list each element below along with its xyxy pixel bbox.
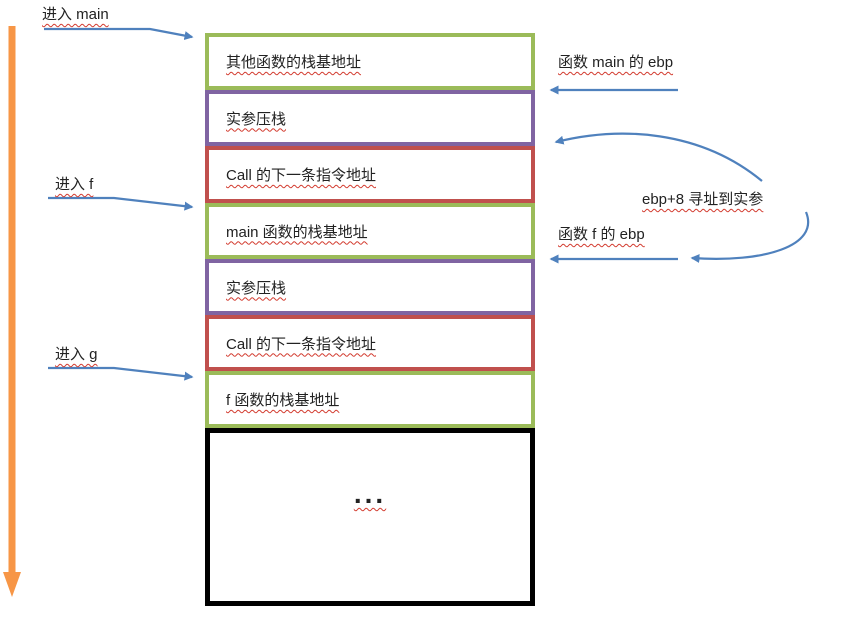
stack-box-other-func-base: 其他函数的栈基地址 xyxy=(205,33,535,90)
ebp8-lower-curve-arrow xyxy=(690,211,810,264)
stack-box-label: 其他函数的栈基地址 xyxy=(226,54,362,71)
stack-column: 其他函数的栈基地址 实参压栈 Call 的下一条指令地址 main 函数的栈基地… xyxy=(205,33,535,606)
stack-box-label: Call 的下一条指令地址 xyxy=(226,335,377,353)
enter-f-arrow xyxy=(48,196,194,211)
stack-box-label: 实参压栈 xyxy=(226,110,287,128)
main-ebp-label: 函数 main 的 ebp xyxy=(558,51,673,72)
enter-f-label: 进入 f xyxy=(55,173,93,194)
stack-box-label: 实参压栈 xyxy=(226,279,287,297)
stack-box-args-push-2: 实参压栈 xyxy=(205,259,535,315)
main-ebp-text: 函数 main 的 ebp xyxy=(558,54,674,71)
f-ebp-text: 函数 f 的 ebp xyxy=(558,226,645,243)
enter-main-text: 进入 main xyxy=(42,6,109,23)
enter-g-text: 进入 g xyxy=(55,346,98,363)
stack-box-args-push-1: 实参压栈 xyxy=(205,90,535,146)
ebp8-upper-curve-arrow xyxy=(554,132,763,182)
enter-g-label: 进入 g xyxy=(55,343,98,364)
stack-box-label: Call 的下一条指令地址 xyxy=(226,167,377,184)
ebp8-addressing-text: ebp+8 寻址到实参 xyxy=(642,191,764,208)
stack-box-label: main 函数的栈基地址 xyxy=(226,223,368,241)
enter-f-text: 进入 f xyxy=(55,176,94,193)
enter-g-arrow xyxy=(48,366,194,381)
stack-box-return-address-1: Call 的下一条指令地址 xyxy=(205,146,535,203)
downward-orange-arrow xyxy=(3,26,21,597)
stack-box-return-address-2: Call 的下一条指令地址 xyxy=(205,315,535,371)
f-ebp-label: 函数 f 的 ebp xyxy=(558,223,645,244)
ebp8-addressing-label: ebp+8 寻址到实参 xyxy=(642,188,763,209)
enter-main-label: 进入 main xyxy=(42,3,109,24)
stack-box-main-func-base: main 函数的栈基地址 xyxy=(205,203,535,259)
stack-box-label: f 函数的栈基地址 xyxy=(226,392,340,409)
stack-box-f-func-base: f 函数的栈基地址 xyxy=(205,371,535,428)
stack-box-ellipsis: ... xyxy=(205,428,535,606)
enter-main-arrow xyxy=(44,27,194,41)
